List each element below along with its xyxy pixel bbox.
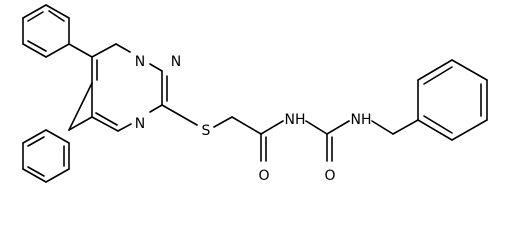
phenyl-ring-benzyl [417, 59, 488, 141]
phenyl-ring-top [22, 4, 70, 58]
atom-s: S [202, 123, 211, 139]
atom-o-urea: O [324, 168, 335, 184]
atom-o-amide: O [258, 168, 269, 184]
atom-nh-benzyl: NH [351, 112, 372, 128]
atom-n4: N [135, 116, 145, 132]
structure-diagram: N N N S O NH O NH [22, 4, 488, 184]
molecule-structure: N N N S O NH O NH [22, 4, 488, 184]
phenyl-ring-bottom [22, 129, 70, 183]
atom-nh-imide: NH [285, 112, 306, 128]
side-chain [161, 104, 419, 162]
atom-n2: N [171, 54, 181, 70]
atom-n1: N [135, 54, 145, 70]
triazine-ring [68, 43, 168, 132]
